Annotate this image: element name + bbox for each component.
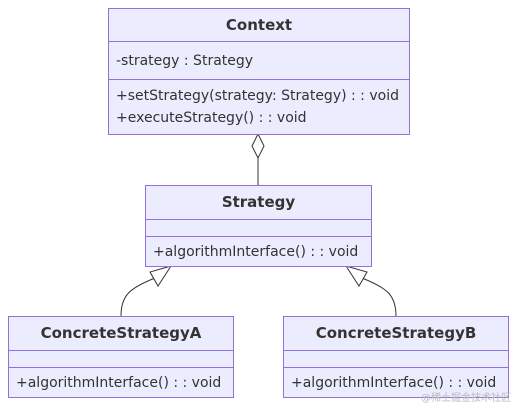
methods-section-concrete-strategy-b: +algorithmInterface() : : void xyxy=(284,367,508,397)
class-name-concrete-strategy-b: ConcreteStrategyB xyxy=(315,324,477,342)
class-name-strategy: Strategy xyxy=(221,193,296,211)
aggregation-diamond xyxy=(251,132,265,160)
attribute-row: -strategy : Strategy xyxy=(116,53,254,69)
attributes-section-concrete-strategy-a xyxy=(9,350,233,367)
inheritance-arrowhead-b xyxy=(344,265,368,287)
class-box-concrete-strategy-a[interactable]: ConcreteStrategyA +algorithmInterface() … xyxy=(8,316,234,398)
method-row: +algorithmInterface() : : void xyxy=(16,375,222,391)
method-row: +setStrategy(strategy: Strategy) : : voi… xyxy=(116,88,399,104)
inheritance-edge-b-strategy xyxy=(361,277,397,317)
class-name-context: Context xyxy=(225,16,293,34)
method-row: +algorithmInterface() : : void xyxy=(153,244,359,260)
watermark: @稀土掘金技术社区 xyxy=(421,393,511,404)
methods-section-strategy: +algorithmInterface() : : void xyxy=(146,236,371,266)
attributes-section-context: -strategy : Strategy xyxy=(109,41,409,79)
attributes-section-concrete-strategy-b xyxy=(284,350,508,367)
class-box-strategy[interactable]: Strategy +algorithmInterface() : : void xyxy=(145,185,372,267)
attributes-section-strategy xyxy=(146,219,371,236)
methods-section-context: +setStrategy(strategy: Strategy) : : voi… xyxy=(109,79,409,134)
inheritance-arrowhead-a xyxy=(149,265,173,287)
class-name-concrete-strategy-a: ConcreteStrategyA xyxy=(40,324,202,342)
method-row: +algorithmInterface() : : void xyxy=(291,375,497,391)
method-row: +executeStrategy() : : void xyxy=(116,110,307,126)
methods-section-concrete-strategy-a: +algorithmInterface() : : void xyxy=(9,367,233,397)
class-box-concrete-strategy-b[interactable]: ConcreteStrategyB +algorithmInterface() … xyxy=(283,316,509,398)
inheritance-edge-a-strategy xyxy=(120,277,156,317)
class-box-context[interactable]: Context -strategy : Strategy +setStrateg… xyxy=(108,8,410,135)
